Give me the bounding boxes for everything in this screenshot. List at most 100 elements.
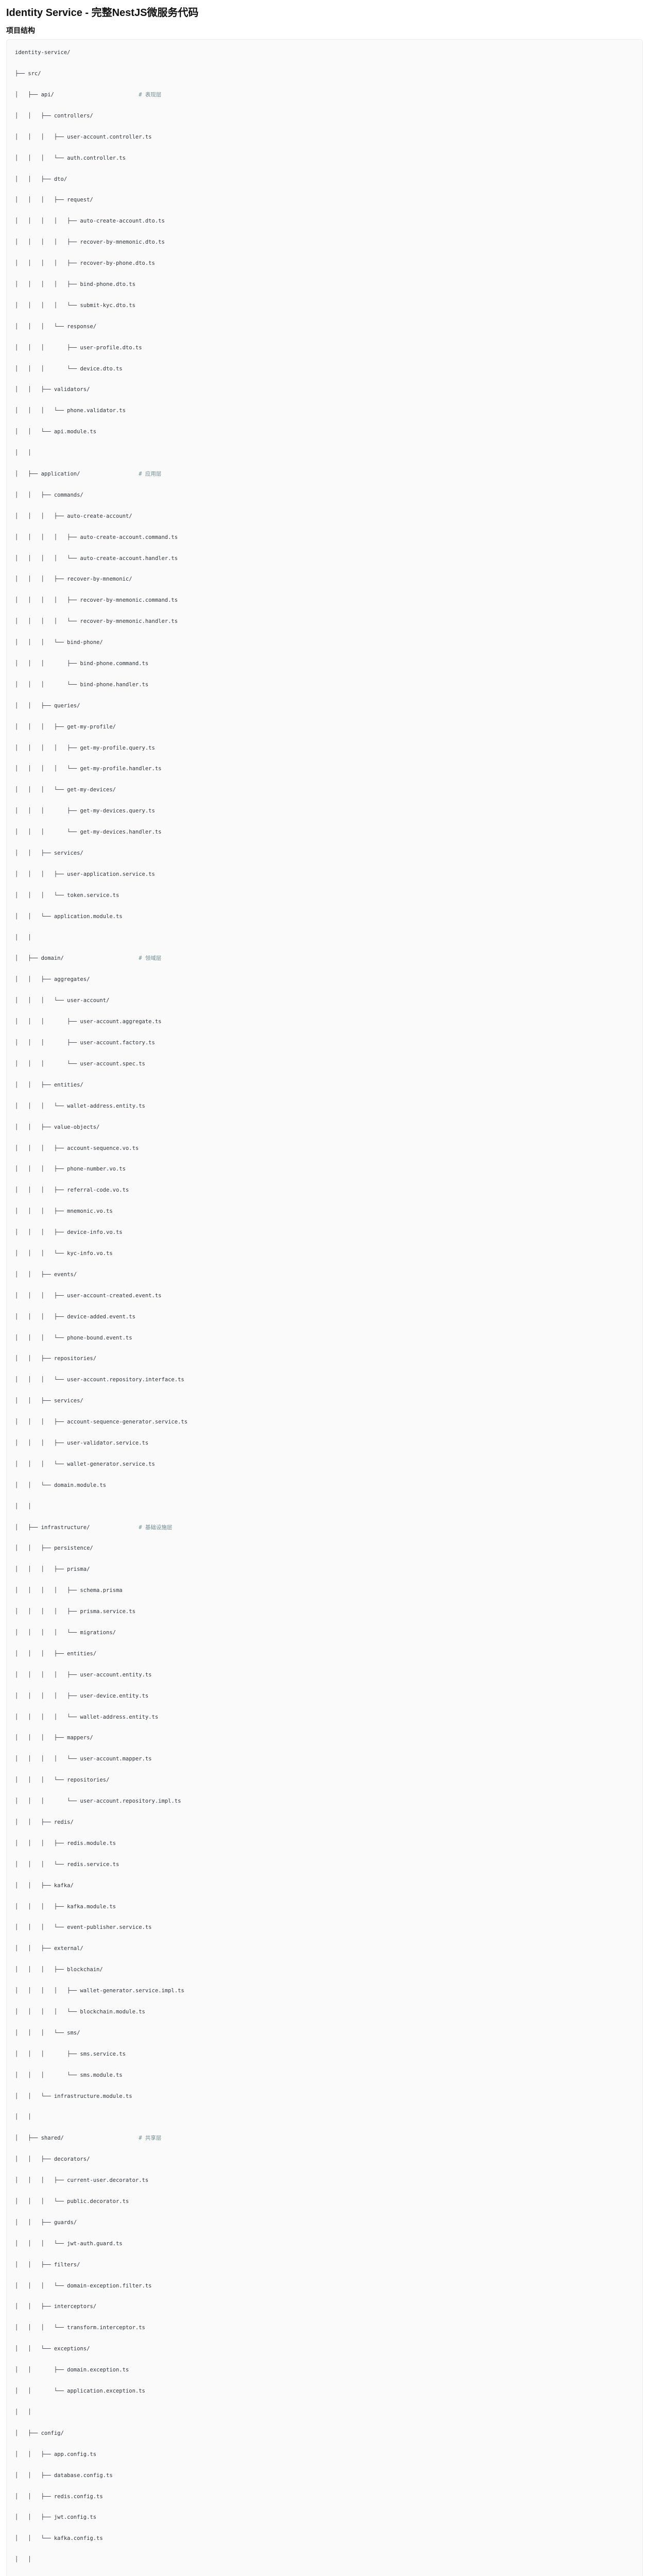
tree-line: │ │ │ ├── kafka.module.ts (15, 1903, 116, 1910)
section-heading-project-structure: 项目结构 (6, 26, 35, 35)
tree-line: │ │ └── api.module.ts (15, 429, 97, 435)
tree-line: │ │ └── kafka.config.ts (15, 2535, 103, 2542)
tree-line: │ │ │ ├── device-info.vo.ts (15, 1229, 123, 1236)
tree-line: │ │ │ └── jwt-auth.guard.ts (15, 2240, 123, 2247)
tree-line: │ │ ├── app.config.ts (15, 2451, 97, 2458)
tree-line: │ ├── application/ # 应用层 (15, 471, 162, 477)
tree-line: identity-service/ (15, 49, 71, 56)
tree-line: │ │ │ └── token.service.ts (15, 892, 119, 899)
tree-line: │ │ │ │ ├── user-device.entity.ts (15, 1692, 149, 1699)
tree-layer-comment: # 基础设施层 (139, 1524, 173, 1531)
tree-line: │ │ │ │ └── submit-kyc.dto.ts (15, 302, 135, 309)
tree-line: │ │ │ └── bind-phone.handler.ts (15, 681, 149, 688)
tree-layer-comment: # 表现层 (139, 91, 162, 98)
tree-line: │ │ ├── interceptors/ (15, 2303, 97, 2310)
tree-line: │ │ │ ├── blockchain/ (15, 1967, 103, 1973)
tree-line: │ │ │ └── transform.interceptor.ts (15, 2325, 145, 2331)
tree-line: │ │ │ └── user-account.repository.impl.t… (15, 1798, 181, 1805)
tree-line: │ │ ├── events/ (15, 1271, 77, 1278)
tree-line: │ │ (15, 1503, 31, 1510)
tree-line: │ │ │ └── kyc-info.vo.ts (15, 1250, 113, 1257)
tree-line: │ │ │ │ ├── wallet-generator.service.imp… (15, 1988, 184, 1994)
tree-line: │ │ │ └── domain-exception.filter.ts (15, 2282, 152, 2289)
tree-line: │ │ │ └── sms/ (15, 2029, 80, 2036)
tree-line: │ │ │ │ └── blockchain.module.ts (15, 2009, 145, 2015)
tree-line: │ │ │ ├── auto-create-account/ (15, 513, 132, 519)
tree-line: │ │ │ └── user-account.repository.interf… (15, 1377, 184, 1383)
tree-layer-comment: # 应用层 (139, 471, 162, 477)
tree-line: │ │ │ └── repositories/ (15, 1777, 110, 1784)
tree-line: │ │ │ └── user-account.spec.ts (15, 1060, 145, 1067)
tree-line: │ │ │ ├── sms.service.ts (15, 2050, 126, 2057)
tree-line: │ │ (15, 934, 31, 941)
tree-line: │ │ (15, 2409, 31, 2415)
tree-line: │ │ │ └── get-my-devices.handler.ts (15, 829, 162, 836)
tree-line: │ │ │ ├── user-account-created.event.ts (15, 1292, 162, 1299)
tree-line: │ │ │ └── get-my-devices/ (15, 787, 116, 793)
tree-line: │ │ │ ├── user-account.factory.ts (15, 1040, 155, 1046)
tree-line: │ │ │ │ ├── prisma.service.ts (15, 1608, 135, 1615)
tree-line: │ │ │ │ └── wallet-address.entity.ts (15, 1714, 159, 1720)
tree-line: │ │ │ ├── bind-phone.command.ts (15, 660, 149, 667)
tree-line: │ │ │ │ └── migrations/ (15, 1629, 116, 1636)
tree-line: │ │ │ └── phone.validator.ts (15, 408, 126, 414)
tree-line: │ │ ├── database.config.ts (15, 2472, 113, 2479)
tree-layer-comment: # 领域层 (139, 955, 162, 962)
tree-line: │ │ │ ├── prisma/ (15, 1566, 90, 1573)
tree-line: │ │ │ └── response/ (15, 323, 97, 330)
tree-line: │ │ │ │ ├── bind-phone.dto.ts (15, 281, 135, 287)
tree-line: │ │ │ │ ├── recover-by-mnemonic.dto.ts (15, 239, 165, 246)
tree-line: │ │ ├── validators/ (15, 386, 90, 393)
tree-layer-comment: # 共享层 (139, 2135, 162, 2142)
tree-line: │ │ │ ├── user-profile.dto.ts (15, 344, 142, 351)
tree-line: │ │ ├── queries/ (15, 702, 80, 709)
tree-line: │ │ (15, 450, 31, 456)
tree-line: │ │ │ └── user-account/ (15, 997, 110, 1004)
tree-line: │ │ │ │ ├── user-account.entity.ts (15, 1671, 152, 1678)
tree-line: │ │ └── application.module.ts (15, 913, 123, 920)
tree-line: │ │ │ ├── mnemonic.vo.ts (15, 1208, 113, 1215)
tree-line: │ │ (15, 2556, 31, 2563)
tree-line: │ │ ├── external/ (15, 1945, 83, 1952)
tree-line: │ │ │ ├── phone-number.vo.ts (15, 1166, 126, 1173)
tree-line: │ │ ├── redis/ (15, 1819, 74, 1825)
tree-line: │ │ │ ├── current-user.decorator.ts (15, 2177, 149, 2184)
tree-line: │ │ ├── decorators/ (15, 2156, 90, 2163)
tree-line: │ │ └── application.exception.ts (15, 2388, 145, 2395)
tree-line: │ ├── app.module.ts (15, 2570, 634, 2576)
tree-line: │ │ │ │ └── get-my-profile.handler.ts (15, 766, 162, 772)
tree-line: │ │ │ │ ├── auto-create-account.command.… (15, 534, 178, 540)
tree-line: │ │ │ │ └── recover-by-mnemonic.handler.… (15, 618, 178, 625)
tree-line: │ │ └── infrastructure.module.ts (15, 2093, 132, 2099)
tree-line: │ │ ├── dto/ (15, 176, 67, 182)
tree-line: │ │ │ ├── user-application.service.ts (15, 871, 155, 877)
tree-line: │ │ ├── kafka/ (15, 1882, 74, 1889)
tree-line: │ │ │ ├── request/ (15, 197, 93, 204)
tree-line: │ │ │ ├── user-validator.service.ts (15, 1439, 149, 1446)
tree-line: │ │ ├── entities/ (15, 1081, 83, 1088)
tree-line: │ │ │ ├── redis.module.ts (15, 1840, 116, 1846)
tree-line: │ │ ├── controllers/ (15, 112, 93, 119)
tree-line: │ │ │ ├── get-my-devices.query.ts (15, 808, 155, 815)
tree-line: │ │ │ ├── device-added.event.ts (15, 1313, 135, 1320)
tree-line: │ │ ├── filters/ (15, 2261, 80, 2268)
tree-line: │ │ ├── redis.config.ts (15, 2493, 103, 2500)
tree-line: │ │ └── domain.module.ts (15, 1482, 107, 1488)
tree-line: │ │ │ ├── user-account.controller.ts (15, 133, 152, 140)
tree-line: │ │ │ │ ├── schema.prisma (15, 1587, 123, 1594)
tree-line: │ │ │ │ ├── recover-by-phone.dto.ts (15, 260, 155, 267)
tree-line: │ │ │ └── wallet-generator.service.ts (15, 1461, 155, 1467)
tree-line: │ │ ├── repositories/ (15, 1355, 97, 1362)
tree-line: │ │ (15, 2114, 31, 2121)
tree-line: │ │ ├── jwt.config.ts (15, 2514, 97, 2521)
tree-line: │ │ │ ├── mappers/ (15, 1735, 93, 1741)
tree-line: │ │ │ ├── account-sequence-generator.ser… (15, 1419, 188, 1426)
tree-line: │ │ │ │ ├── get-my-profile.query.ts (15, 744, 155, 751)
tree-line: │ │ │ ├── recover-by-mnemonic/ (15, 576, 132, 583)
tree-line: │ │ │ └── public.decorator.ts (15, 2198, 129, 2205)
tree-line: │ │ │ └── redis.service.ts (15, 1861, 119, 1868)
tree-line: │ ├── api/ # 表现层 (15, 91, 162, 98)
tree-line: │ │ │ │ ├── auto-create-account.dto.ts (15, 218, 165, 225)
tree-line: │ │ └── exceptions/ (15, 2346, 90, 2352)
